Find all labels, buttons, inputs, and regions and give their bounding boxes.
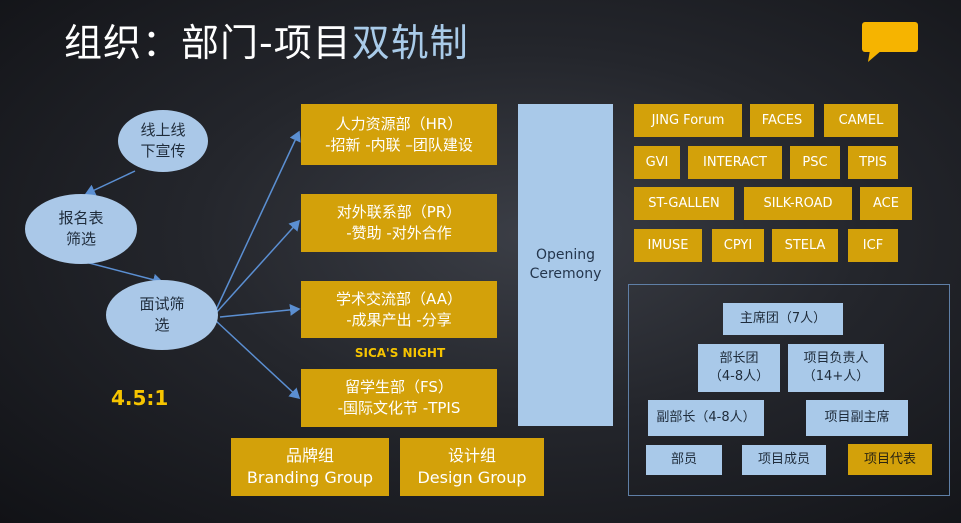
process-interview-screening: 面试筛选: [106, 280, 218, 350]
title-accent: 双轨制: [351, 21, 469, 65]
opening-line1: Opening: [535, 247, 596, 263]
acceptance-ratio: 4.5:1: [111, 386, 169, 410]
project-stela: STELA: [772, 229, 838, 262]
design-group-cn: 设计组: [447, 446, 496, 465]
dept-fs-name: 留学生部（FS）: [345, 378, 453, 396]
dept-pr-name: 对外联系部（PR）: [336, 203, 462, 221]
project-ace: ACE: [860, 187, 912, 220]
step1-line2: 下宣传: [140, 142, 186, 160]
project-faces: FACES: [750, 104, 814, 137]
role-project-rep: 项目代表: [848, 444, 932, 475]
role-member: 部员: [646, 445, 722, 475]
step3-line2: 选: [154, 316, 170, 334]
project-silk-road: SILK-ROAD: [744, 187, 852, 220]
project-psc: PSC: [790, 146, 840, 179]
role-dept-head: 部长团 （4-8人）: [698, 344, 780, 392]
process-online-offline-promo: 线上线下宣传: [118, 110, 208, 172]
dept-hr: 人力资源部（HR） -招新 -内联 –团队建设: [301, 104, 497, 165]
dept-aa: 学术交流部（AA） -成果产出 -分享: [301, 281, 497, 338]
project-st-gallen: ST-GALLEN: [634, 187, 734, 220]
design-group: 设计组 Design Group: [400, 438, 544, 496]
dept-fs: 留学生部（FS） -国际文化节 -TPIS: [301, 369, 497, 427]
step1-line1: 线上线: [140, 121, 186, 139]
dept-pr: 对外联系部（PR） -赞助 -对外合作: [301, 194, 497, 252]
project-tpis: TPIS: [848, 146, 898, 179]
project-jing-forum: JING Forum: [634, 104, 742, 137]
role-vice-chair: 项目副主席: [806, 400, 908, 436]
project-cpyi: CPYI: [712, 229, 764, 262]
project-camel: CAMEL: [824, 104, 898, 137]
project-interact: INTERACT: [688, 146, 782, 179]
role-dept-head-line2: （4-8人）: [708, 369, 770, 384]
branding-group-en: Branding Group: [246, 468, 374, 487]
design-group-en: Design Group: [417, 468, 527, 487]
opening-line2: Ceremony: [529, 266, 602, 282]
speech-bubble-icon: [862, 22, 918, 62]
dept-fs-duties: -国际文化节 -TPIS: [337, 399, 461, 417]
branding-group: 品牌组 Branding Group: [231, 438, 389, 496]
role-dept-head-line1: 部长团: [719, 351, 759, 366]
role-project-lead-line2: （14+人）: [802, 369, 870, 384]
step2-line1: 报名表: [58, 209, 104, 227]
step2-line2: 筛选: [65, 230, 96, 248]
step3-line1: 面试筛: [139, 295, 185, 313]
project-gvi: GVI: [634, 146, 680, 179]
role-structure-panel: [628, 284, 950, 496]
process-application-screening: 报名表筛选: [25, 194, 137, 264]
role-project-lead-line1: 项目负责人: [803, 351, 869, 366]
dept-hr-duties: -招新 -内联 –团队建设: [325, 135, 473, 154]
project-icf: ICF: [848, 229, 898, 262]
project-imuse: IMUSE: [634, 229, 702, 262]
role-vice-head: 副部长（4-8人）: [648, 400, 764, 436]
page-title: 组织：部门-项目双轨制: [64, 12, 469, 67]
dept-aa-duties: -成果产出 -分享: [346, 310, 452, 329]
branding-group-cn: 品牌组: [285, 446, 334, 465]
role-chair: 主席团（7人）: [723, 303, 843, 335]
dept-hr-name: 人力资源部（HR）: [335, 114, 463, 133]
dept-aa-name: 学术交流部（AA）: [336, 289, 462, 308]
dept-pr-duties: -赞助 -对外合作: [346, 224, 452, 242]
sica-night-label: SICA'S NIGHT: [354, 346, 446, 360]
role-project-lead: 项目负责人 （14+人）: [788, 344, 884, 392]
title-main: 组织：部门-项目: [64, 21, 352, 65]
opening-ceremony: Opening Ceremony: [518, 104, 613, 426]
role-project-member: 项目成员: [742, 445, 826, 475]
